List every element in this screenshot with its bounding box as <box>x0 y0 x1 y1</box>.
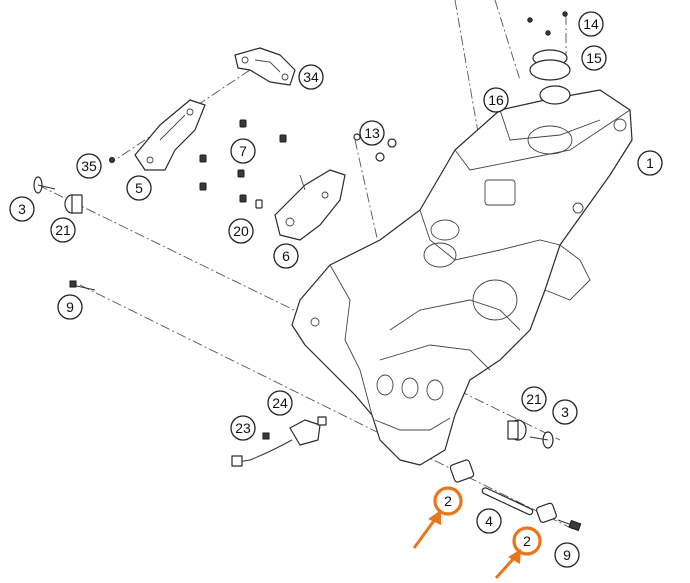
callout-2a-text: 2 <box>444 493 452 509</box>
callout-35: 35 <box>76 153 102 179</box>
callout-34-text: 34 <box>303 69 319 85</box>
orange-arrow-icon <box>412 510 441 549</box>
callout-2b-highlighted: 2 <box>512 526 542 556</box>
bracket-34 <box>234 47 296 86</box>
callout-6: 6 <box>273 243 299 269</box>
callout-16-text: 16 <box>488 92 504 108</box>
callout-9a: 9 <box>57 294 83 320</box>
fasteners-7-20 <box>199 119 397 209</box>
callout-3b-text: 3 <box>561 404 569 420</box>
callout-2b-text: 2 <box>523 533 531 549</box>
callout-23: 23 <box>230 415 256 441</box>
orange-arrow-icon <box>494 549 521 580</box>
callout-9b-text: 9 <box>563 547 571 563</box>
callout-23-text: 23 <box>235 420 251 436</box>
callout-35-text: 35 <box>81 158 97 174</box>
bracket-5 <box>109 99 206 171</box>
callout-20: 20 <box>228 218 254 244</box>
callout-14: 14 <box>578 11 604 37</box>
bushings-tube <box>449 459 582 532</box>
callout-1-text: 1 <box>646 155 654 171</box>
callout-13-text: 13 <box>364 125 380 141</box>
callout-16: 16 <box>483 87 509 113</box>
callout-15: 15 <box>581 45 607 71</box>
callout-13: 13 <box>359 120 385 146</box>
callout-21a: 21 <box>50 217 76 243</box>
callout-14-text: 14 <box>583 16 599 32</box>
sensor-23-24 <box>231 416 327 467</box>
callout-3a-text: 3 <box>18 201 26 217</box>
callout-labels: 1 3 3 4 5 6 7 9 9 13 14 15 16 20 21 21 2… <box>9 11 663 568</box>
callout-20-text: 20 <box>233 223 249 239</box>
callout-7: 7 <box>230 138 256 164</box>
callout-4: 4 <box>476 508 502 534</box>
callout-21a-text: 21 <box>55 222 71 238</box>
callout-34: 34 <box>298 64 324 90</box>
left-bolts <box>33 176 96 291</box>
right-bolts <box>507 419 554 449</box>
callout-24-text: 24 <box>272 395 288 411</box>
callout-7-text: 7 <box>239 143 247 159</box>
callout-24: 24 <box>267 390 293 416</box>
callout-5: 5 <box>126 175 152 201</box>
highlighted-callouts: 2 2 <box>433 486 542 556</box>
callout-2a-highlighted: 2 <box>433 486 463 516</box>
orange-arrows <box>412 510 521 580</box>
callout-21b-text: 21 <box>526 391 542 407</box>
callout-15-text: 15 <box>586 50 602 66</box>
callout-9b: 9 <box>554 542 580 568</box>
parts-14-15-16 <box>527 11 571 105</box>
callout-4-text: 4 <box>485 513 493 529</box>
callout-1: 1 <box>637 150 663 176</box>
callout-3b: 3 <box>552 399 578 425</box>
bracket-6 <box>274 169 346 241</box>
callout-5-text: 5 <box>135 180 143 196</box>
callout-21b: 21 <box>521 386 547 412</box>
main-frame <box>291 89 633 466</box>
callout-6-text: 6 <box>282 248 290 264</box>
callout-3a: 3 <box>9 196 35 222</box>
callout-9a-text: 9 <box>66 299 74 315</box>
